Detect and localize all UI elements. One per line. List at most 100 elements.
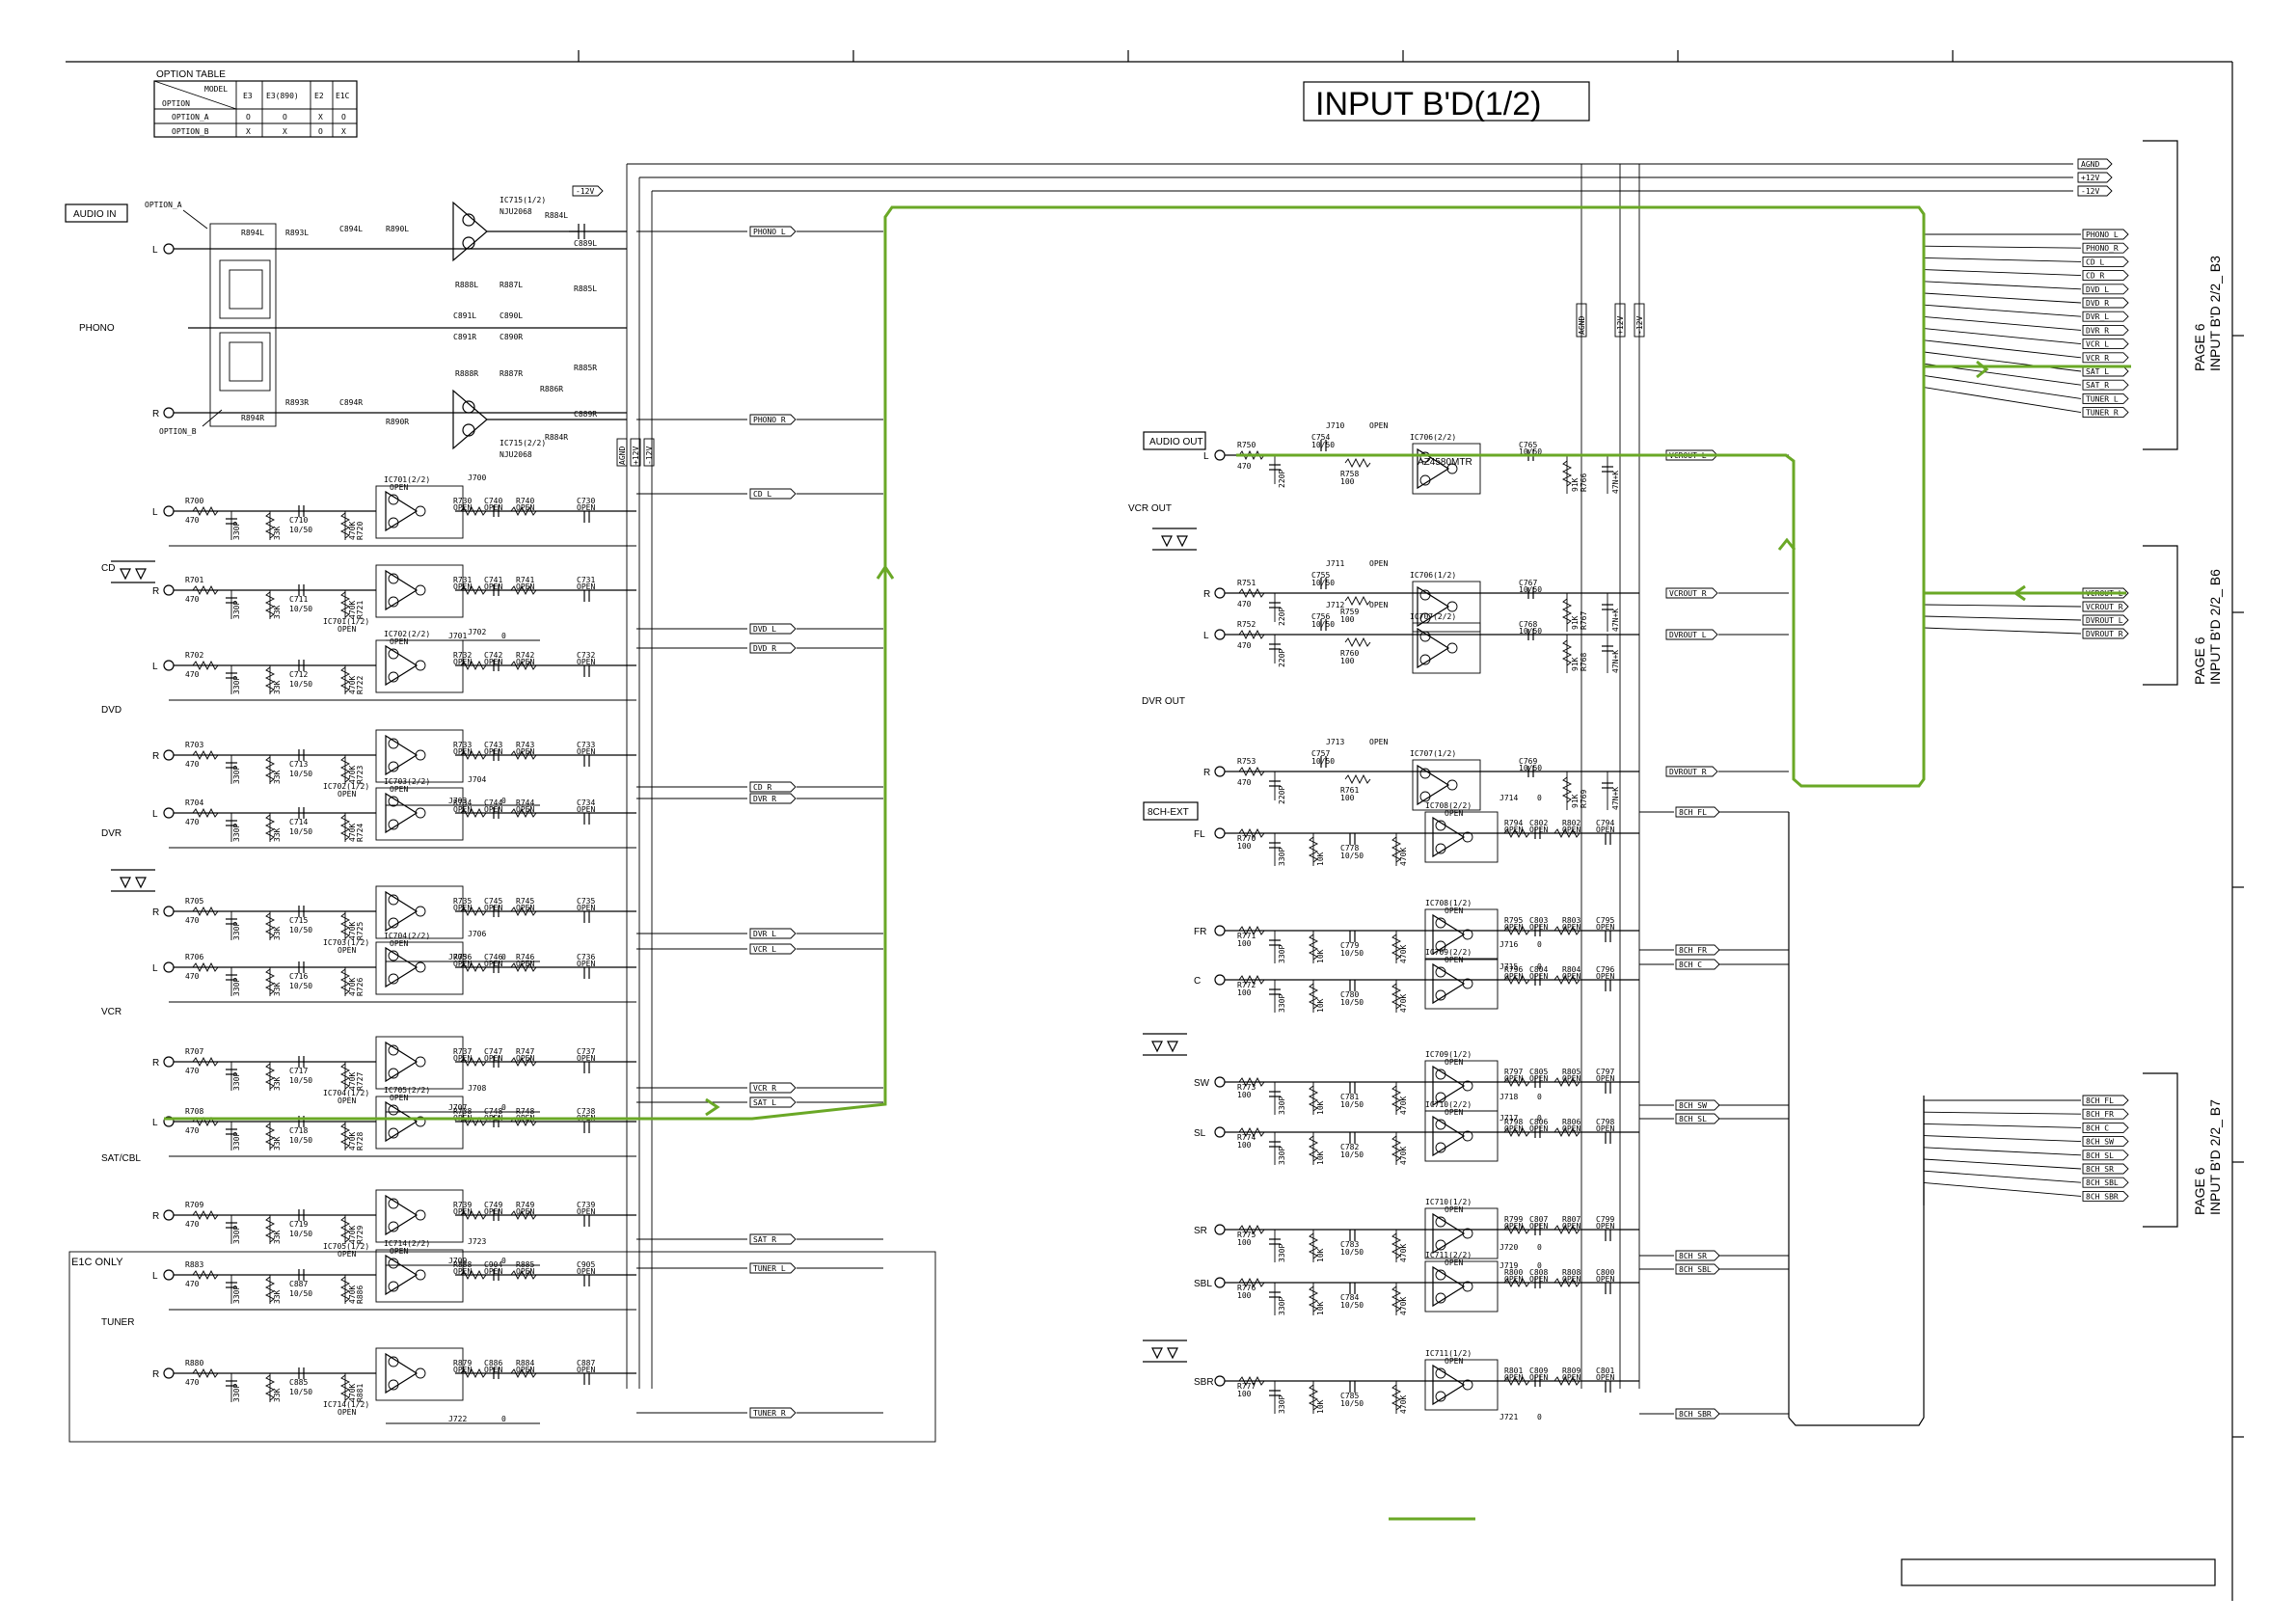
resistor-label: R797 [1504,1068,1523,1076]
channel-l-label: L [152,662,158,672]
bus-tag [2082,407,2129,419]
bus-tag-label: 8CH_SBL [1679,1265,1712,1274]
resistor-symbol [1561,460,1573,487]
resistor-value: 10K [1316,1150,1325,1165]
bus-tag-label: PHONO_L [2086,230,2119,239]
opamp-symbol [1417,627,1450,669]
resistor-symbol [1238,1277,1265,1288]
power-tag-box [643,438,655,467]
resistor-symbol [1503,974,1530,986]
resistor-symbol [1561,776,1573,803]
ic-label: IC703(1/2) [323,938,369,947]
connector-wire [1923,304,2082,317]
open-value: OPEN [516,503,534,512]
cap-value: 330P [1278,1147,1286,1165]
resistor-value: 33K [273,605,282,619]
bus-tag [1675,1250,1720,1261]
bus-tag [2082,601,2129,612]
capacitor-label: C783 [1340,1240,1359,1249]
resistor-value: 33K [273,1230,282,1244]
opamp-pin [1419,589,1431,601]
jumper-label: J706 [468,930,486,938]
resistor-label: R798 [1504,1118,1523,1126]
resistor-label: R725 [356,922,365,940]
signal-highlight-path [164,205,2131,1521]
phono-part: R890R [386,418,409,426]
bus-tag [2082,1108,2129,1120]
resistor-symbol [510,1056,537,1068]
resistor-value: 100 [1340,794,1355,802]
bus-tag-label: TUNER_L [2086,394,2119,403]
open-value: OPEN [338,1250,356,1259]
resistor-symbol [339,666,351,693]
bus-tag-label: 8CH_SL [1679,1115,1707,1123]
opamp-pin [1435,940,1446,952]
resistor-symbol [1391,1135,1402,1162]
resistor-value: 33K [273,680,282,694]
power-tag-label: -12V [645,447,654,465]
open-value: OPEN [577,658,595,666]
open-value: OPEN [1596,1275,1614,1284]
capacitor-label: C731 [577,576,595,584]
option-table-cell: O [341,113,346,122]
resistor-symbol [1553,1277,1580,1288]
resistor-symbol [510,660,537,671]
resistor-label: R794 [1504,819,1523,827]
cap-value: 330P [1278,848,1286,866]
input-jack-symbol [163,1269,175,1281]
resistor-symbol [1344,636,1371,648]
resistor-value: 470K [348,1286,357,1304]
resistor-label: R751 [1237,579,1256,587]
resistor-value: 33K [273,827,282,842]
connector-wire [1923,1181,2082,1197]
bus-tag-label: VCR_R [2086,354,2109,363]
resistor-label: R723 [356,766,365,784]
open-value: OPEN [453,658,472,666]
input-jack-symbol [1214,1375,1226,1387]
open-value: OPEN [577,503,595,512]
resistor-label: R802 [1562,819,1580,827]
bus-tag-label: 8CH_FL [1679,808,1707,817]
resistor-value: 470 [185,760,200,769]
open-value: OPEN [484,1267,502,1276]
ic-label: IC705(2/2) [384,1086,430,1095]
open-value: OPEN [390,785,408,794]
resistor-symbol [1503,1076,1530,1088]
bus-tag-label: 8CH_C [1679,961,1702,969]
open-value: OPEN [1445,1259,1463,1267]
ic-out-part: AZ4580MTR [1418,457,1472,468]
opamp-pin [1435,1069,1446,1080]
cap-value: 10/50 [1340,852,1364,860]
capacitor-label: C756 [1311,612,1330,621]
opamp-pin [388,761,399,772]
power-tag-box [1576,303,1587,338]
bus-tag [1675,1099,1720,1111]
cap-value: 10/50 [289,526,312,534]
resistor-symbol [1391,983,1402,1010]
input-jack-symbol [163,584,175,596]
bus-tag-label: CD_L [753,490,771,499]
bus-tag-label: 8CH_SBL [2086,1178,2119,1187]
capacitor-label: C742 [484,651,502,660]
open-value: OPEN [484,960,502,968]
power-tag-label: AGND [618,447,627,465]
open-value: OPEN [338,625,356,634]
input-label-phono: PHONO [79,323,115,334]
connector-bracket [2143,545,2178,686]
resistor-value: 470K [1399,848,1408,866]
bus-tag-label: 8CH_SR [1679,1252,1707,1260]
open-value: OPEN [1596,923,1614,932]
resistor-value: 10K [1316,949,1325,963]
resistor-label: R703 [185,741,203,749]
opamp-pin [1435,989,1446,1001]
resistor-label: R741 [516,576,534,584]
input-label: SAT/CBL [101,1153,141,1164]
resistor-symbol [510,1269,537,1281]
connector-wire [1923,281,2082,290]
resistor-symbol [264,1276,276,1303]
jumper-label: J700 [468,474,486,482]
phono-l-label: L [152,245,158,256]
input-jack-symbol [1214,1126,1226,1138]
resistor-label: R701 [185,576,203,584]
jumper-label: J703 [448,797,467,805]
